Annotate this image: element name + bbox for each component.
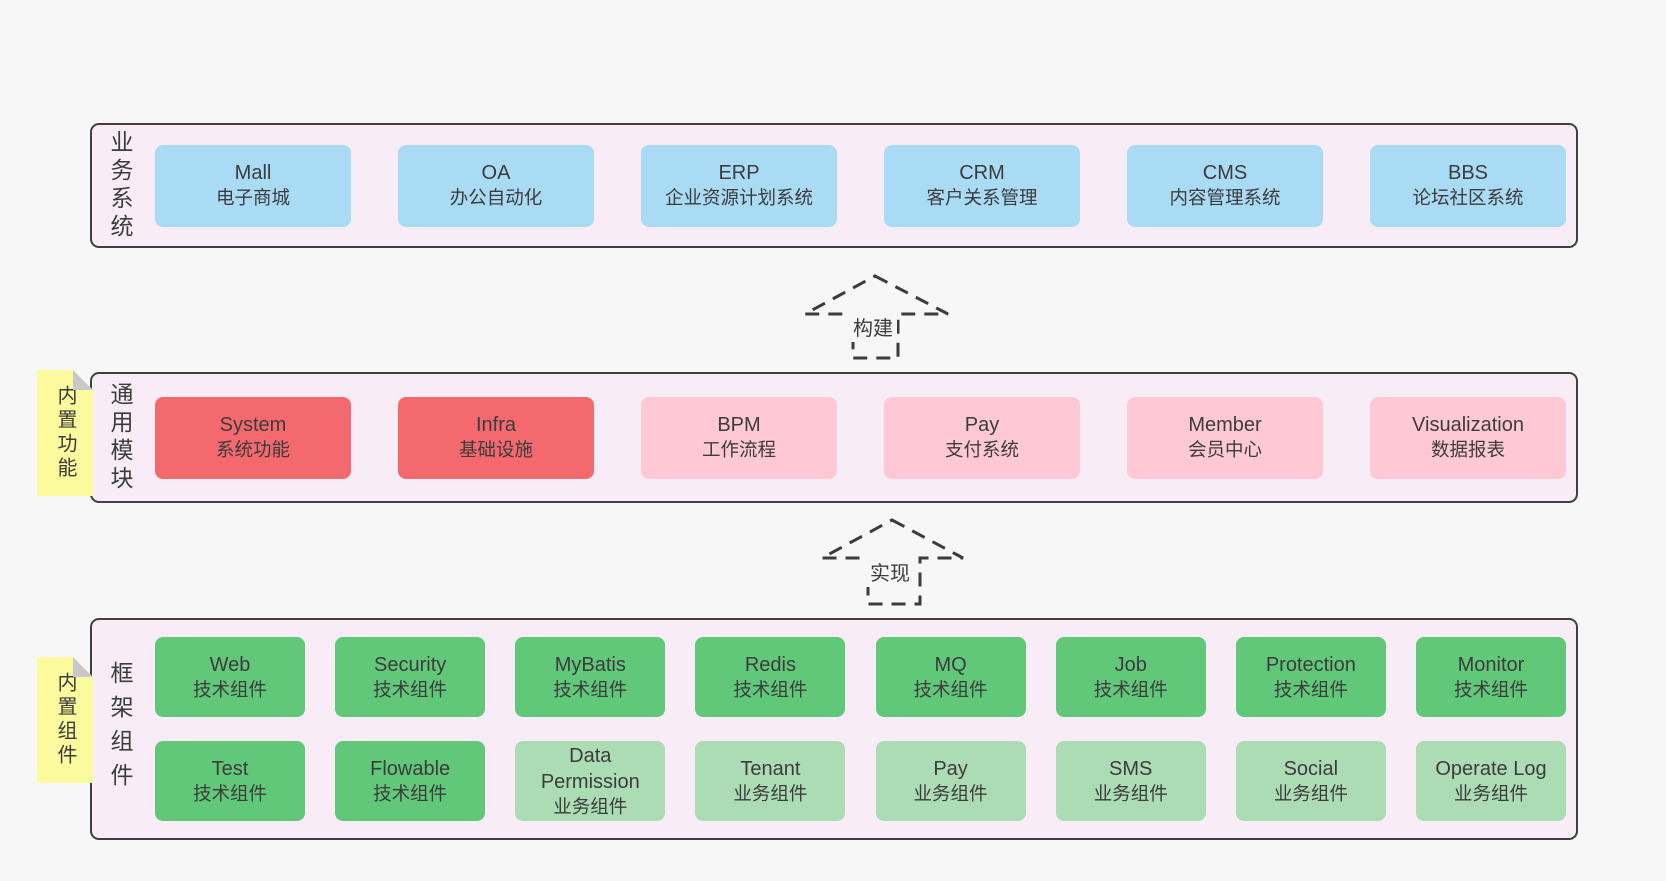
band-business-systems-row: Mall 电子商城 OA 办公自动化 ERP 企业资源计划系统 CRM 客户关系… [155,144,1566,227]
band-framework-components-label: 框架组件 [107,661,133,797]
box-erp: ERP 企业资源计划系统 [641,144,837,227]
box-web: Web 技术组件 [155,637,305,717]
box-infra: Infra 基础设施 [398,396,594,479]
box-social: Social 业务组件 [1235,741,1386,821]
arrow-up-implement-icon [821,518,964,606]
box-monitor: Monitor 技术组件 [1415,637,1566,717]
band-common-modules-row: System 系统功能 Infra 基础设施 BPM 工作流程 Pay 支付系统… [155,396,1566,479]
box-bbs: BBS 论坛社区系统 [1370,144,1566,227]
box-visualization: Visualization 数据报表 [1370,396,1566,479]
box-test: Test 技术组件 [155,741,305,821]
box-cms: CMS 内容管理系统 [1127,144,1323,227]
framework-row-1: Web 技术组件 Security 技术组件 MyBatis 技术组件 Redi… [155,637,1566,717]
box-system: System 系统功能 [155,396,351,479]
box-member: Member 会员中心 [1127,396,1323,479]
note-builtin-components-label: 内置组件 [54,672,76,768]
box-pay-module: Pay 支付系统 [884,396,1080,479]
box-bpm: BPM 工作流程 [641,396,837,479]
box-sms: SMS 业务组件 [1055,741,1206,821]
band-framework-components-rows: Web 技术组件 Security 技术组件 MyBatis 技术组件 Redi… [155,637,1566,821]
note-builtin-features-label: 内置功能 [54,385,76,481]
arrow-build-label: 构建 [849,311,897,342]
band-business-systems: 业务系统 Mall 电子商城 OA 办公自动化 ERP 企业资源计划系统 CRM… [90,123,1578,248]
note-builtin-components: 内置组件 [37,657,93,783]
box-protection: Protection 技术组件 [1235,637,1386,717]
box-tenant: Tenant 业务组件 [695,741,846,821]
box-crm: CRM 客户关系管理 [884,144,1080,227]
arrow-implement-label: 实现 [866,556,914,587]
box-redis: Redis 技术组件 [695,637,846,717]
band-common-modules: 通用模块 System 系统功能 Infra 基础设施 BPM 工作流程 Pay… [90,372,1578,503]
box-data-permission: Data Permission 业务组件 [515,741,666,821]
box-mybatis: MyBatis 技术组件 [515,637,666,717]
box-flowable: Flowable 技术组件 [335,741,486,821]
band-common-modules-label: 通用模块 [107,381,133,494]
box-job: Job 技术组件 [1055,637,1206,717]
box-mq: MQ 技术组件 [875,637,1026,717]
band-business-systems-label: 业务系统 [107,129,133,242]
framework-row-2: Test 技术组件 Flowable 技术组件 Data Permission … [155,741,1566,821]
note-builtin-features: 内置功能 [37,370,93,496]
box-operate-log: Operate Log 业务组件 [1415,741,1566,821]
arrow-up-build-icon [804,274,949,360]
band-framework-components: 框架组件 Web 技术组件 Security 技术组件 MyBatis 技术组件… [90,618,1578,840]
box-oa: OA 办公自动化 [398,144,594,227]
box-mall: Mall 电子商城 [155,144,351,227]
box-security: Security 技术组件 [335,637,486,717]
box-pay-component: Pay 业务组件 [875,741,1026,821]
